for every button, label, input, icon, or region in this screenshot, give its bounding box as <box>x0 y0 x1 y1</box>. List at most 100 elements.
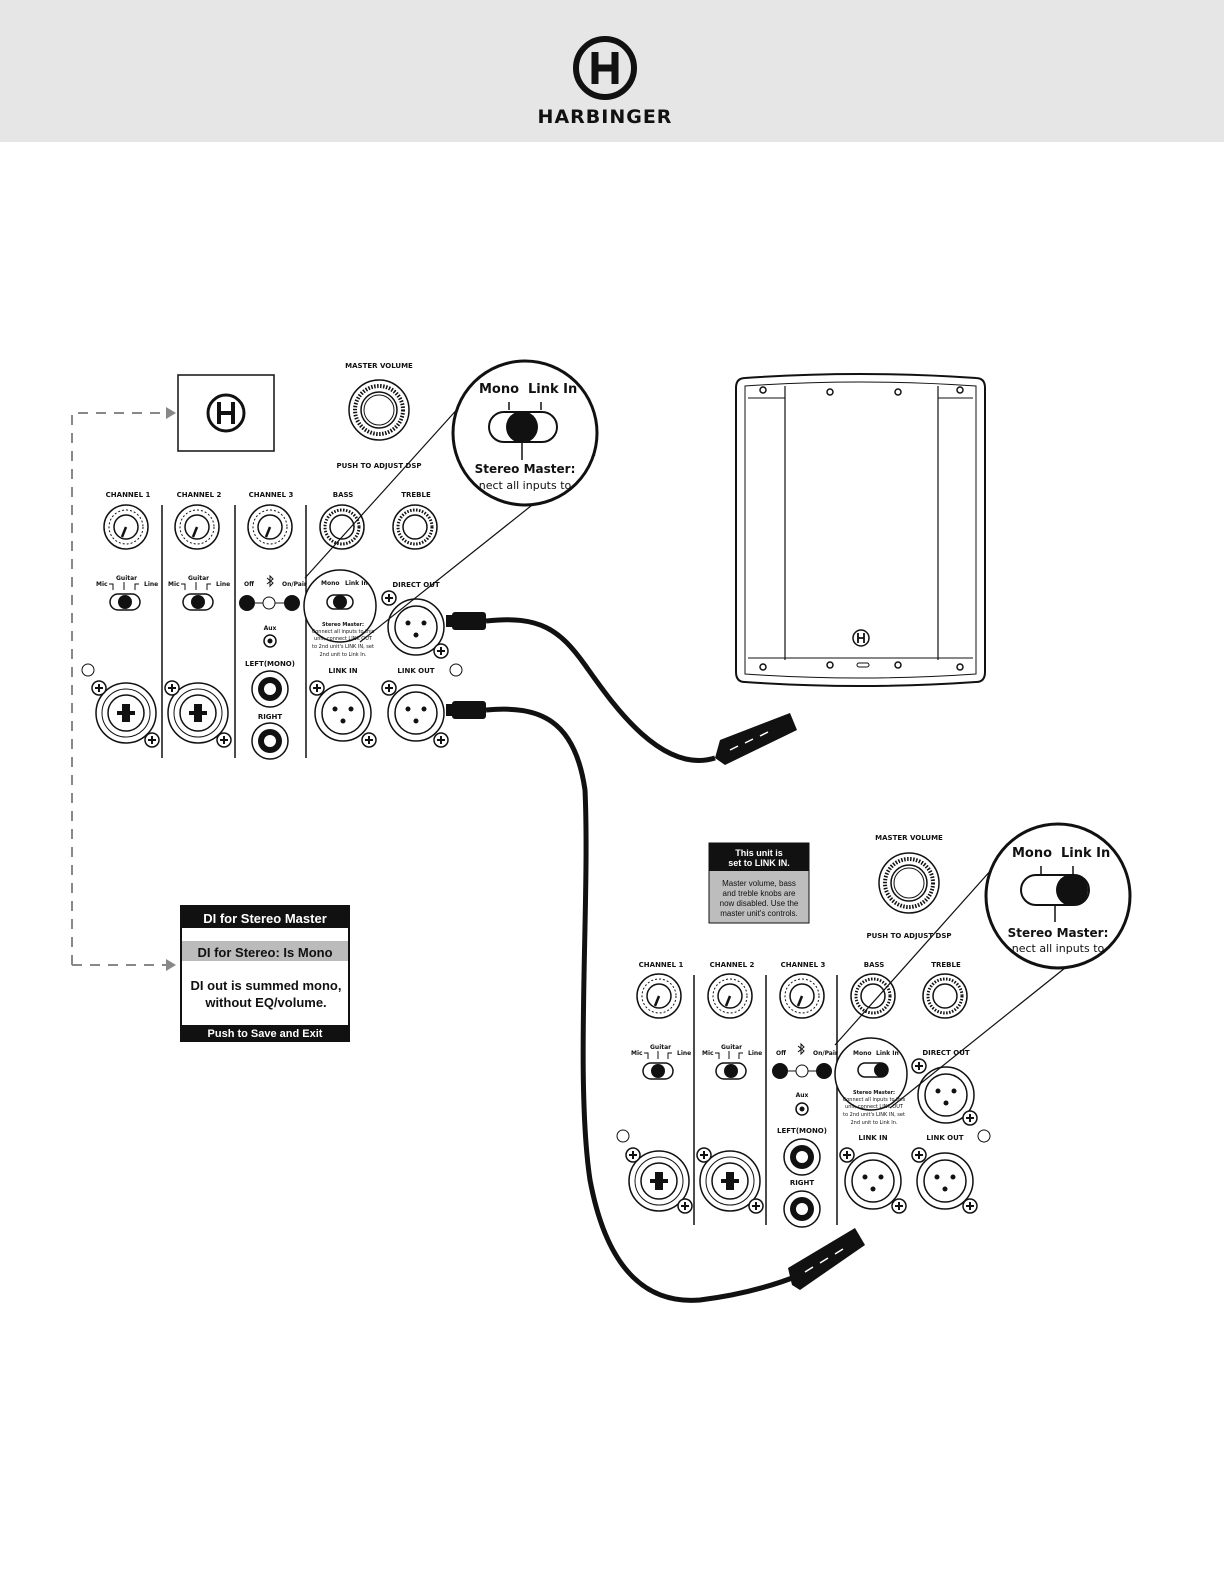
bluetooth-switch[interactable]: Off On/Pair <box>772 1042 838 1079</box>
channel-1-label: CHANNEL 1 <box>106 491 151 499</box>
screen-logo-icon <box>206 393 246 433</box>
svg-text:On/Pair: On/Pair <box>813 1050 838 1057</box>
display-highlight: DI for Stereo: Is Mono <box>197 945 332 960</box>
svg-text:Mic: Mic <box>168 581 180 588</box>
svg-text:Connect all inputs to this: Connect all inputs to this <box>843 1097 906 1103</box>
svg-text:Mono: Mono <box>853 1050 872 1057</box>
mode-switch[interactable]: Mono Link In Stereo Master: Connect all … <box>834 1037 908 1126</box>
master-volume-label: MASTER VOLUME <box>345 362 413 370</box>
master-mode-switch-zoom: Mono Link In Stereo Master: nect all inp… <box>451 359 599 507</box>
master-volume-knob[interactable] <box>877 851 941 915</box>
bass-label: BASS <box>864 961 885 969</box>
svg-text:Mic: Mic <box>702 1050 714 1057</box>
svg-text:without EQ/volume.: without EQ/volume. <box>204 995 326 1010</box>
right-label: RIGHT <box>790 1179 815 1187</box>
svg-text:Master volume, bass: Master volume, bass <box>722 879 796 888</box>
left-mono-jack[interactable] <box>783 1138 821 1176</box>
channel-2-input-switch[interactable]: Mic Guitar Line <box>168 575 230 611</box>
bluetooth-switch[interactable]: Off On/Pair <box>239 574 307 611</box>
aux-label: Aux <box>264 625 277 632</box>
svg-text:Guitar: Guitar <box>650 1044 671 1051</box>
svg-text:Stereo Master:: Stereo Master: <box>1008 926 1109 940</box>
link-out-label: LINK OUT <box>397 667 434 675</box>
link-in-xlr[interactable] <box>844 1152 902 1210</box>
treble-knob[interactable] <box>921 972 969 1020</box>
bass-knob[interactable] <box>318 503 366 551</box>
svg-text:2nd unit to Link In.: 2nd unit to Link In. <box>319 652 366 658</box>
svg-text:Connect all inputs to this: Connect all inputs to this <box>312 629 375 635</box>
logo-ring-icon <box>573 36 637 100</box>
svg-text:unit, connect LINK OUT: unit, connect LINK OUT <box>314 636 373 642</box>
right-jack[interactable] <box>251 722 289 760</box>
aux-label: Aux <box>796 1092 809 1099</box>
svg-text:DI out is summed mono,: DI out is summed mono, <box>191 978 342 993</box>
link-out-label: LINK OUT <box>926 1134 963 1142</box>
link-in-xlr[interactable] <box>314 684 372 742</box>
svg-text:Line: Line <box>144 581 158 588</box>
push-to-adjust-label: PUSH TO ADJUST DSP <box>336 462 421 470</box>
channel-3-knob[interactable] <box>246 503 294 551</box>
svg-text:Guitar: Guitar <box>721 1044 742 1051</box>
link-mode-switch-zoom: Mono Link In Stereo Master: nect all inp… <box>984 822 1132 970</box>
channel-3-knob[interactable] <box>778 972 826 1020</box>
channel-2-knob[interactable] <box>173 503 221 551</box>
svg-text:Mic: Mic <box>96 581 108 588</box>
bass-knob[interactable] <box>849 972 897 1020</box>
right-jack[interactable] <box>783 1190 821 1228</box>
channel-1-input-switch[interactable]: Mic Guitar Line <box>631 1044 691 1080</box>
link-out-xlr[interactable] <box>387 684 445 742</box>
xlr-cable-direct-out <box>446 612 797 765</box>
treble-label: TREBLE <box>931 961 961 969</box>
svg-text:Mic: Mic <box>631 1050 643 1057</box>
xlr-cable-link-out <box>446 701 865 1303</box>
speaker-cabinet <box>735 373 986 687</box>
link-in-notice: This unit is set to LINK IN. Master volu… <box>708 842 810 924</box>
svg-text:Link In: Link In <box>1061 846 1110 861</box>
aux-jack[interactable] <box>263 634 277 648</box>
channel-1-input-switch[interactable]: Mic Guitar Line <box>96 575 158 611</box>
svg-text:Mono: Mono <box>1012 846 1052 861</box>
svg-text:Link In: Link In <box>345 580 368 587</box>
bluetooth-icon <box>797 1042 805 1056</box>
channel-3-label: CHANNEL 3 <box>249 491 294 499</box>
svg-text:Line: Line <box>216 581 230 588</box>
channel-1-knob[interactable] <box>635 972 683 1020</box>
svg-text:now disabled. Use the: now disabled. Use the <box>720 899 799 908</box>
master-volume-knob[interactable] <box>347 378 411 442</box>
direct-out-label: DIRECT OUT <box>392 581 440 589</box>
svg-text:and treble knobs are: and treble knobs are <box>723 889 796 898</box>
channel-2-knob[interactable] <box>706 972 754 1020</box>
svg-text:set to LINK IN.: set to LINK IN. <box>728 858 790 868</box>
speaker-logo-icon <box>852 629 870 647</box>
display-footer: Push to Save and Exit <box>208 1028 323 1040</box>
treble-label: TREBLE <box>401 491 431 499</box>
svg-text:Stereo Master:: Stereo Master: <box>475 462 576 476</box>
brand-logo: HARBINGER <box>538 36 671 128</box>
svg-text:unit, connect LINK OUT: unit, connect LINK OUT <box>845 1104 904 1110</box>
left-mono-jack[interactable] <box>251 670 289 708</box>
svg-text:This unit is: This unit is <box>735 848 783 858</box>
svg-text:Guitar: Guitar <box>116 575 137 582</box>
channel-2-input-switch[interactable]: Mic Guitar Line <box>702 1044 762 1080</box>
bass-label: BASS <box>333 491 354 499</box>
svg-text:nect all inputs to: nect all inputs to <box>479 479 572 492</box>
master-unit-panel: MASTER VOLUME PUSH TO ADJUST DSP CHANNEL… <box>81 362 463 760</box>
aux-jack[interactable] <box>795 1102 809 1116</box>
svg-text:2nd unit to Link In.: 2nd unit to Link In. <box>850 1120 897 1126</box>
svg-text:Line: Line <box>748 1050 762 1057</box>
channel-1-knob[interactable] <box>102 503 150 551</box>
svg-text:Guitar: Guitar <box>188 575 209 582</box>
routing-arrows <box>71 407 176 971</box>
direct-out-label: DIRECT OUT <box>922 1049 970 1057</box>
ground-screw-icon <box>81 663 95 677</box>
ground-screw-icon <box>449 663 463 677</box>
push-to-adjust-label: PUSH TO ADJUST DSP <box>866 932 951 940</box>
svg-text:Link In: Link In <box>876 1050 899 1057</box>
svg-text:Off: Off <box>776 1050 786 1057</box>
link-in-label: LINK IN <box>328 667 357 675</box>
mode-switch[interactable]: Mono Link In Stereo Master: Connect all … <box>303 569 377 658</box>
treble-knob[interactable] <box>391 503 439 551</box>
ground-screw-icon <box>977 1129 991 1143</box>
left-mono-label: LEFT(MONO) <box>245 660 295 668</box>
